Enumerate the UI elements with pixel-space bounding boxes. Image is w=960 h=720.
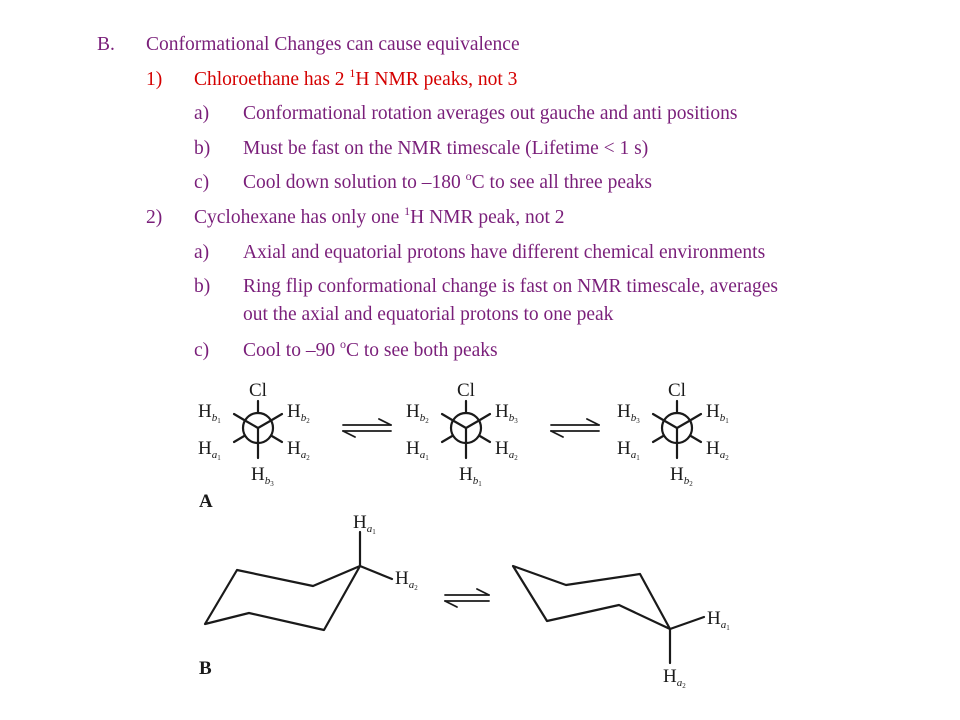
item2-text: Cyclohexane has only one 1H NMR peak, no… <box>194 204 565 230</box>
figure-label-b: B <box>199 658 212 679</box>
heading-text: Conformational Changes can cause equival… <box>146 34 520 55</box>
equilibrium-arrow-1-bottom-head <box>342 430 356 438</box>
item1-post: H NMR peaks, not 3 <box>355 69 518 90</box>
newman-1-front-bond-upleft-out <box>232 412 247 422</box>
item1-text: Chloroethane has 2 1H NMR peaks, not 3 <box>194 66 518 92</box>
newman-2-back-bond-downright <box>477 434 492 444</box>
item2-sub-c-sup: o <box>339 337 346 351</box>
newman-3-h-upright: Hb1 <box>706 401 729 425</box>
newman-3-h-upleft: Hb3 <box>617 401 640 425</box>
heading-marker: B. <box>97 34 115 55</box>
newman-1-h-downright: Ha2 <box>287 438 310 462</box>
item1-sub-b-marker: b) <box>194 138 211 159</box>
newman-3-back-bond-downright <box>688 434 703 444</box>
newman-1-cl-label: Cl <box>249 380 267 401</box>
item1-sub-c-sup: o <box>465 169 472 183</box>
item1-sup: 1 <box>349 66 356 80</box>
newman-3-front-bond-upleft <box>662 419 679 430</box>
newman-1-back-bond-downleft <box>232 434 247 444</box>
newman-1-front-bond-upright-out <box>269 412 284 422</box>
equilibrium-arrow-3-top-head <box>476 588 490 596</box>
item2-pre: Cyclohexane has only one <box>194 207 405 228</box>
newman-2-front-bond-upright <box>464 419 481 430</box>
newman-2-front-bond-upleft <box>451 419 468 430</box>
newman-1-h-down: Hb3 <box>251 464 274 488</box>
newman-1-h-upright: Hb2 <box>287 401 310 425</box>
newman-3-h-downright: Ha2 <box>706 438 729 462</box>
item1-sub-b-text: Must be fast on the NMR timescale (Lifet… <box>243 138 649 159</box>
item2-sub-b-marker: b) <box>194 276 211 297</box>
item2-sup: 1 <box>404 204 411 218</box>
newman-2-h-upleft: Hb2 <box>406 401 429 425</box>
chair-2-equatorial-bond <box>668 615 706 631</box>
newman-2-front-bond-upright-out <box>477 412 492 422</box>
newman-3-front-bond-upright <box>675 419 692 430</box>
newman-2-h-down: Hb1 <box>459 464 482 488</box>
item2-sub-c-pre: Cool to –90 <box>243 340 340 361</box>
newman-3-cl-label: Cl <box>668 380 686 401</box>
item2-post: H NMR peak, not 2 <box>410 207 565 228</box>
item2-sub-b-line1: Ring flip conformational change is fast … <box>243 276 779 297</box>
newman-3-h-downleft: Ha1 <box>617 438 640 462</box>
item1-sub-c-marker: c) <box>194 172 210 193</box>
newman-2-h-upright: Hb3 <box>495 401 518 425</box>
equilibrium-arrow-1-top-head <box>378 418 392 426</box>
chair-1-ring <box>203 564 362 632</box>
newman-2-h-downleft: Ha1 <box>406 438 429 462</box>
item2-sub-c-text: Cool to –90 oC to see both peaks <box>243 337 498 363</box>
equilibrium-arrow-2-top-head <box>586 418 600 426</box>
item1-sub-a-text: Conformational rotation averages out gau… <box>243 103 738 124</box>
item1-pre: Chloroethane has 2 <box>194 69 350 90</box>
chair-1-h-equatorial: Ha2 <box>395 568 418 592</box>
newman-2-cl-label: Cl <box>457 380 475 401</box>
chair-1-h-axial: Ha1 <box>353 512 376 536</box>
equilibrium-arrow-3-bottom-head <box>444 600 458 608</box>
item2-sub-c-marker: c) <box>194 340 210 361</box>
newman-1-h-downleft: Ha1 <box>198 438 221 462</box>
newman-2-h-downright: Ha2 <box>495 438 518 462</box>
item1-sub-c-pre: Cool down solution to –180 <box>243 172 466 193</box>
newman-3-front-bond-upleft-out <box>651 412 666 422</box>
newman-3-h-down: Hb2 <box>670 464 693 488</box>
chair-2-ring <box>511 564 672 631</box>
newman-3-back-bond-downleft <box>651 434 666 444</box>
newman-2-front-bond-upleft-out <box>440 412 455 422</box>
newman-3-front-bond-upright-out <box>688 412 703 422</box>
item2-marker: 2) <box>146 207 163 228</box>
item2-sub-c-post: C to see both peaks <box>345 340 498 361</box>
newman-1-front-bond-upright <box>256 419 273 430</box>
newman-1-front-bond-upleft <box>243 419 260 430</box>
item1-sub-c-text: Cool down solution to –180 oC to see all… <box>243 169 652 195</box>
newman-1-h-upleft: Hb1 <box>198 401 221 425</box>
item1-sub-a-marker: a) <box>194 103 210 124</box>
item2-sub-a-text: Axial and equatorial protons have differ… <box>243 242 766 263</box>
figure-label-a: A <box>199 491 213 512</box>
chair-2-h-equatorial: Ha1 <box>707 608 730 632</box>
newman-2-back-bond-downleft <box>440 434 455 444</box>
item1-marker: 1) <box>146 69 163 90</box>
item1-sub-c-post: C to see all three peaks <box>471 172 652 193</box>
chair-2-h-axial: Ha2 <box>663 666 686 690</box>
chair-1-equatorial-bond <box>358 564 394 581</box>
item2-sub-b-line2: out the axial and equatorial protons to … <box>243 304 614 325</box>
equilibrium-arrow-2-bottom-head <box>550 430 564 438</box>
item2-sub-a-marker: a) <box>194 242 210 263</box>
newman-1-back-bond-downright <box>269 434 284 444</box>
